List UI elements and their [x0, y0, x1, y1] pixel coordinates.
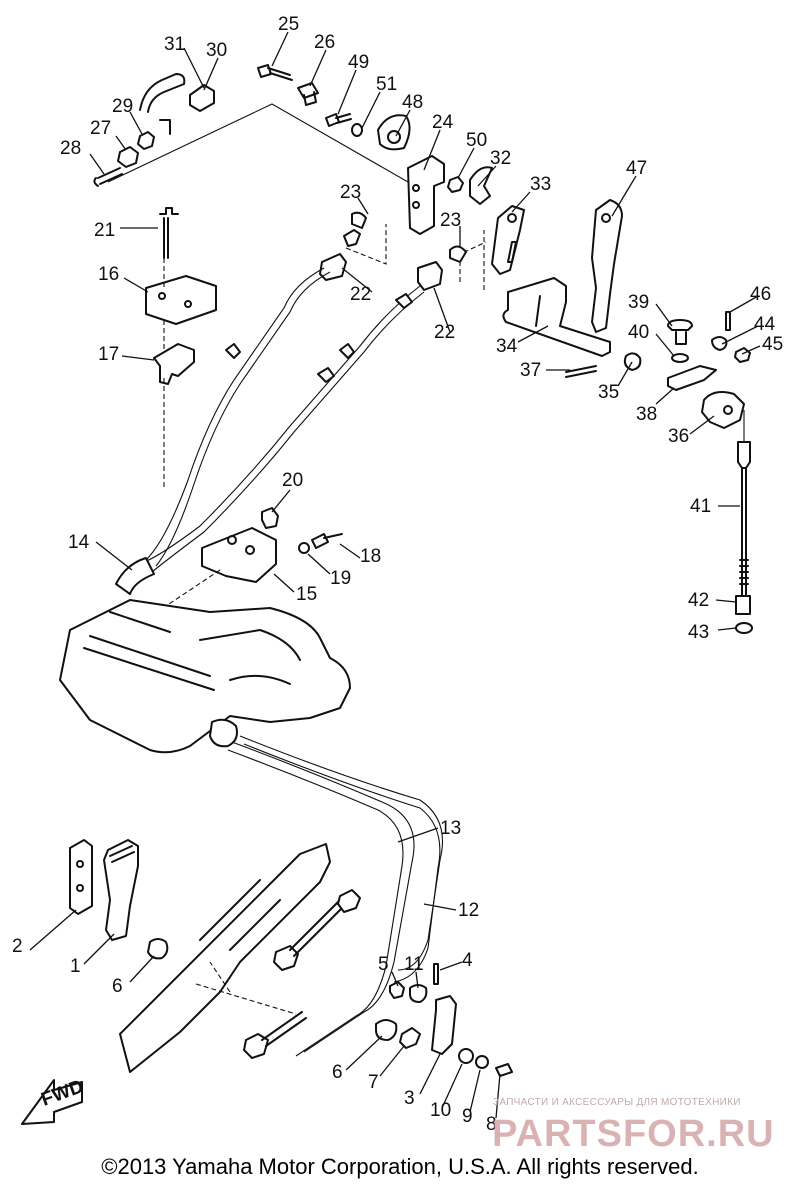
- label-11: 11: [404, 954, 424, 975]
- label-45: 45: [762, 334, 783, 355]
- watermark-subtitle: ЗАПЧАСТИ И АКСЕССУАРЫ ДЛЯ МОТОТЕХНИКИ: [493, 1097, 741, 1108]
- label-16: 16: [98, 264, 119, 285]
- left-bracket-group: [145, 207, 217, 488]
- label-2: 2: [12, 936, 23, 957]
- label-13: 13: [440, 818, 461, 839]
- label-22b: 22: [434, 322, 455, 343]
- label-6a: 6: [112, 976, 123, 997]
- label-7: 7: [368, 1072, 379, 1093]
- label-22a: 22: [350, 284, 371, 305]
- label-42: 42: [688, 590, 709, 611]
- label-23b: 23: [440, 210, 461, 231]
- label-26: 26: [314, 32, 335, 53]
- label-38: 38: [636, 404, 657, 425]
- label-3: 3: [404, 1088, 415, 1109]
- fwd-arrow: FWD: [21, 1076, 86, 1125]
- label-30: 30: [206, 40, 227, 61]
- label-27: 27: [90, 118, 111, 139]
- label-50: 50: [466, 130, 487, 151]
- label-39: 39: [628, 292, 649, 313]
- leader-lines: [29, 31, 761, 1119]
- label-19: 19: [330, 568, 351, 589]
- rod-41-group: [735, 410, 753, 634]
- label-36: 36: [668, 426, 689, 447]
- label-10: 10: [430, 1100, 451, 1121]
- label-6b: 6: [332, 1062, 343, 1083]
- label-32: 32: [490, 148, 511, 169]
- label-20: 20: [282, 470, 303, 491]
- lever-47: [591, 199, 623, 333]
- label-34: 34: [496, 336, 518, 357]
- lower-bracket-group: [69, 839, 513, 1077]
- watermark-brand: PARTSFOR.RU: [492, 1113, 775, 1155]
- cables-upper: [143, 211, 467, 573]
- label-1: 1: [70, 956, 81, 977]
- label-46: 46: [750, 284, 771, 305]
- label-24: 24: [432, 112, 454, 133]
- label-48: 48: [402, 92, 423, 113]
- label-14: 14: [68, 532, 90, 553]
- label-4: 4: [462, 950, 473, 971]
- label-12: 12: [458, 900, 479, 921]
- label-5: 5: [378, 954, 389, 975]
- label-49: 49: [348, 52, 369, 73]
- label-40: 40: [628, 322, 649, 343]
- throttle-bracket-group: [407, 155, 525, 275]
- label-31: 31: [164, 34, 185, 55]
- label-23a: 23: [340, 182, 361, 203]
- shaft-34-group: [459, 230, 751, 429]
- label-43: 43: [688, 622, 709, 643]
- label-17: 17: [98, 344, 119, 365]
- label-9: 9: [462, 1106, 473, 1127]
- label-33: 33: [530, 174, 551, 195]
- label-37: 37: [520, 360, 541, 381]
- top-linkage-group: [93, 64, 423, 191]
- label-25: 25: [278, 14, 299, 35]
- label-8: 8: [486, 1114, 497, 1135]
- cable-bracket-15: [159, 507, 343, 611]
- main-housing: [59, 557, 444, 1057]
- label-51: 51: [376, 74, 397, 95]
- part-labels: 25 26 49 51 48 31 30 29 27 28 24 50 32 3…: [12, 14, 783, 1135]
- label-28: 28: [60, 138, 81, 159]
- label-47: 47: [626, 158, 647, 179]
- label-21: 21: [94, 220, 115, 241]
- label-29: 29: [112, 96, 133, 117]
- copyright-notice: ©2013 Yamaha Motor Corporation, U.S.A. A…: [101, 1154, 699, 1179]
- label-35: 35: [598, 382, 619, 403]
- label-15: 15: [296, 584, 317, 605]
- label-44: 44: [754, 314, 776, 335]
- label-41: 41: [690, 496, 711, 517]
- label-18: 18: [360, 546, 381, 567]
